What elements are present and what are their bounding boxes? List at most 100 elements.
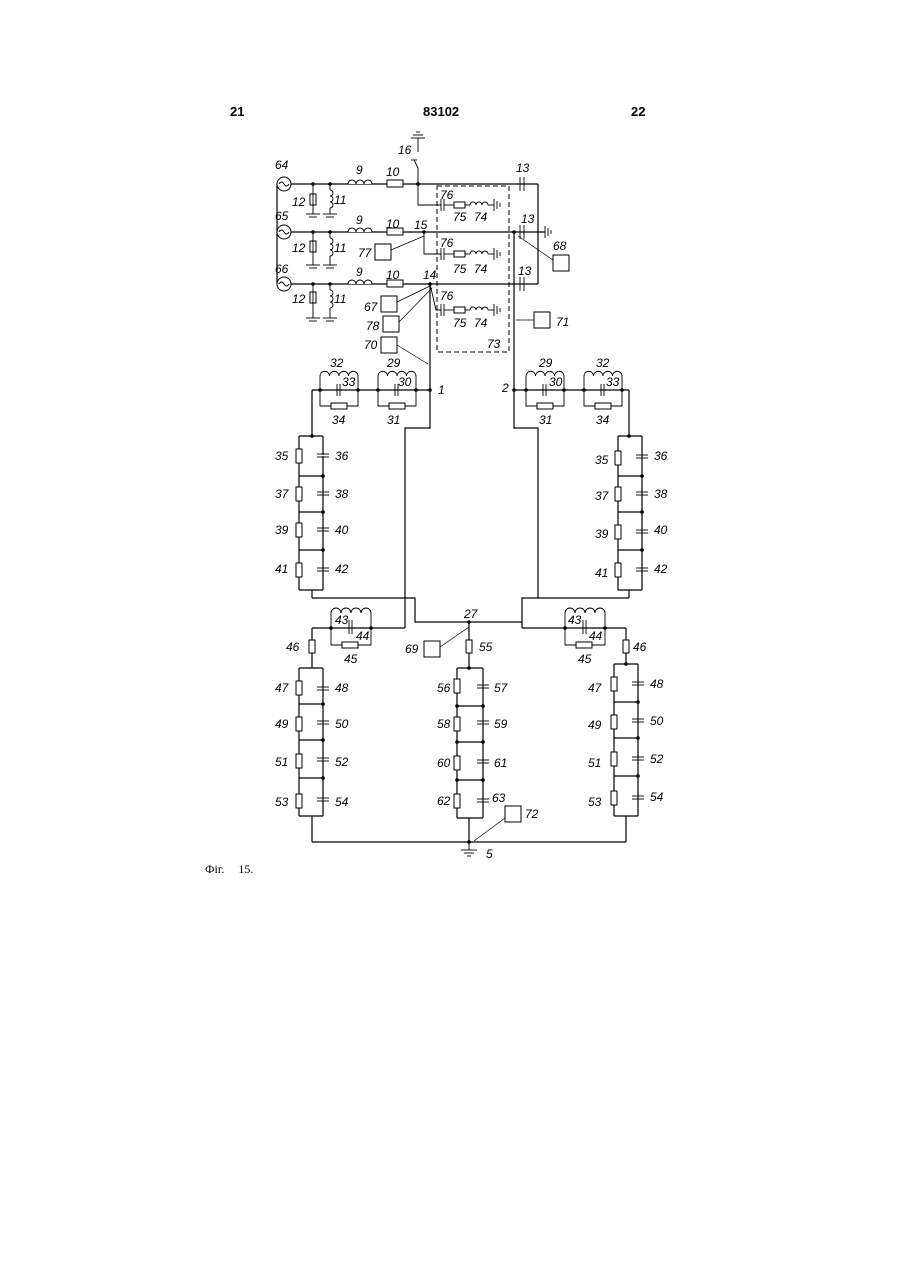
svg-text:73: 73 (487, 337, 501, 351)
svg-text:13: 13 (518, 264, 532, 278)
svg-text:47: 47 (588, 681, 603, 695)
svg-text:40: 40 (335, 523, 349, 537)
svg-text:1: 1 (438, 383, 445, 397)
svg-text:63: 63 (492, 791, 506, 805)
svg-text:30: 30 (398, 375, 412, 389)
svg-text:39: 39 (275, 523, 289, 537)
figure-caption-prefix: Фіг. (205, 862, 224, 876)
svg-text:77: 77 (358, 246, 373, 260)
svg-text:54: 54 (650, 790, 664, 804)
svg-text:46: 46 (633, 640, 647, 654)
svg-text:74: 74 (474, 316, 488, 330)
svg-text:48: 48 (650, 677, 664, 691)
block-72 (505, 806, 521, 822)
left-rc-ladder (296, 434, 405, 598)
svg-text:41: 41 (275, 562, 288, 576)
svg-text:9: 9 (356, 265, 363, 279)
svg-text:74: 74 (474, 262, 488, 276)
svg-text:16: 16 (398, 143, 412, 157)
figure-caption: Фіг.15. (205, 862, 267, 877)
svg-text:46: 46 (286, 640, 300, 654)
svg-text:31: 31 (539, 413, 552, 427)
trunk-left (405, 284, 430, 622)
svg-text:37: 37 (275, 487, 290, 501)
lower-right-branch (522, 608, 644, 842)
svg-text:51: 51 (275, 755, 288, 769)
filter-1 (418, 184, 500, 211)
svg-text:47: 47 (275, 681, 290, 695)
block-68 (553, 255, 569, 271)
svg-text:49: 49 (275, 717, 289, 731)
svg-text:48: 48 (335, 681, 349, 695)
svg-text:10: 10 (386, 268, 400, 282)
svg-text:29: 29 (538, 356, 553, 370)
svg-text:11: 11 (334, 193, 346, 207)
svg-text:72: 72 (525, 807, 539, 821)
svg-text:30: 30 (549, 375, 563, 389)
svg-text:78: 78 (366, 319, 380, 333)
svg-text:32: 32 (330, 356, 344, 370)
filter-2 (424, 232, 500, 260)
svg-text:53: 53 (588, 795, 602, 809)
svg-text:61: 61 (494, 756, 507, 770)
svg-text:44: 44 (356, 629, 370, 643)
svg-text:45: 45 (344, 652, 358, 666)
svg-text:76: 76 (440, 188, 454, 202)
svg-text:60: 60 (437, 756, 451, 770)
svg-text:13: 13 (521, 212, 535, 226)
block-71 (534, 312, 550, 328)
svg-text:32: 32 (596, 356, 610, 370)
svg-text:50: 50 (650, 714, 664, 728)
svg-text:27: 27 (463, 607, 479, 621)
block-67 (381, 296, 397, 312)
phase-source-row-2 (277, 225, 551, 284)
svg-text:11: 11 (334, 241, 346, 255)
svg-text:59: 59 (494, 717, 508, 731)
filter-box-73 (437, 186, 509, 352)
svg-text:65: 65 (275, 209, 289, 223)
svg-text:71: 71 (556, 315, 569, 329)
svg-text:75: 75 (453, 316, 467, 330)
svg-text:49: 49 (588, 718, 602, 732)
svg-text:52: 52 (335, 755, 349, 769)
svg-text:31: 31 (387, 413, 400, 427)
svg-text:12: 12 (292, 241, 306, 255)
svg-text:14: 14 (423, 268, 437, 282)
lower-left-branch (296, 608, 405, 842)
svg-text:43: 43 (568, 613, 582, 627)
labels: 64 65 66 9 9 9 10 10 10 11 11 11 12 12 1… (275, 143, 668, 861)
svg-text:76: 76 (440, 236, 454, 250)
svg-text:41: 41 (595, 566, 608, 580)
svg-text:11: 11 (334, 292, 346, 306)
block-70 (381, 337, 397, 353)
svg-text:13: 13 (516, 161, 530, 175)
right-rc-ladder (538, 434, 648, 598)
svg-text:35: 35 (595, 453, 609, 467)
svg-text:52: 52 (650, 752, 664, 766)
phase-source-row-3 (277, 277, 538, 321)
svg-text:33: 33 (342, 375, 356, 389)
svg-text:57: 57 (494, 681, 509, 695)
svg-text:56: 56 (437, 681, 451, 695)
svg-text:37: 37 (595, 489, 610, 503)
svg-text:15: 15 (414, 218, 428, 232)
block-78 (383, 316, 399, 332)
left-series-arm (312, 371, 432, 436)
svg-text:12: 12 (292, 292, 306, 306)
svg-text:10: 10 (386, 217, 400, 231)
svg-text:62: 62 (437, 794, 451, 808)
svg-text:67: 67 (364, 300, 379, 314)
svg-text:75: 75 (453, 210, 467, 224)
svg-text:36: 36 (654, 449, 668, 463)
svg-text:42: 42 (335, 562, 349, 576)
svg-text:5: 5 (486, 847, 493, 861)
svg-text:64: 64 (275, 158, 289, 172)
svg-text:29: 29 (386, 356, 401, 370)
lower-middle-branch (454, 622, 489, 842)
svg-text:70: 70 (364, 338, 378, 352)
svg-text:58: 58 (437, 717, 451, 731)
svg-text:38: 38 (335, 487, 349, 501)
svg-text:45: 45 (578, 652, 592, 666)
svg-text:39: 39 (595, 527, 609, 541)
svg-text:36: 36 (335, 449, 349, 463)
